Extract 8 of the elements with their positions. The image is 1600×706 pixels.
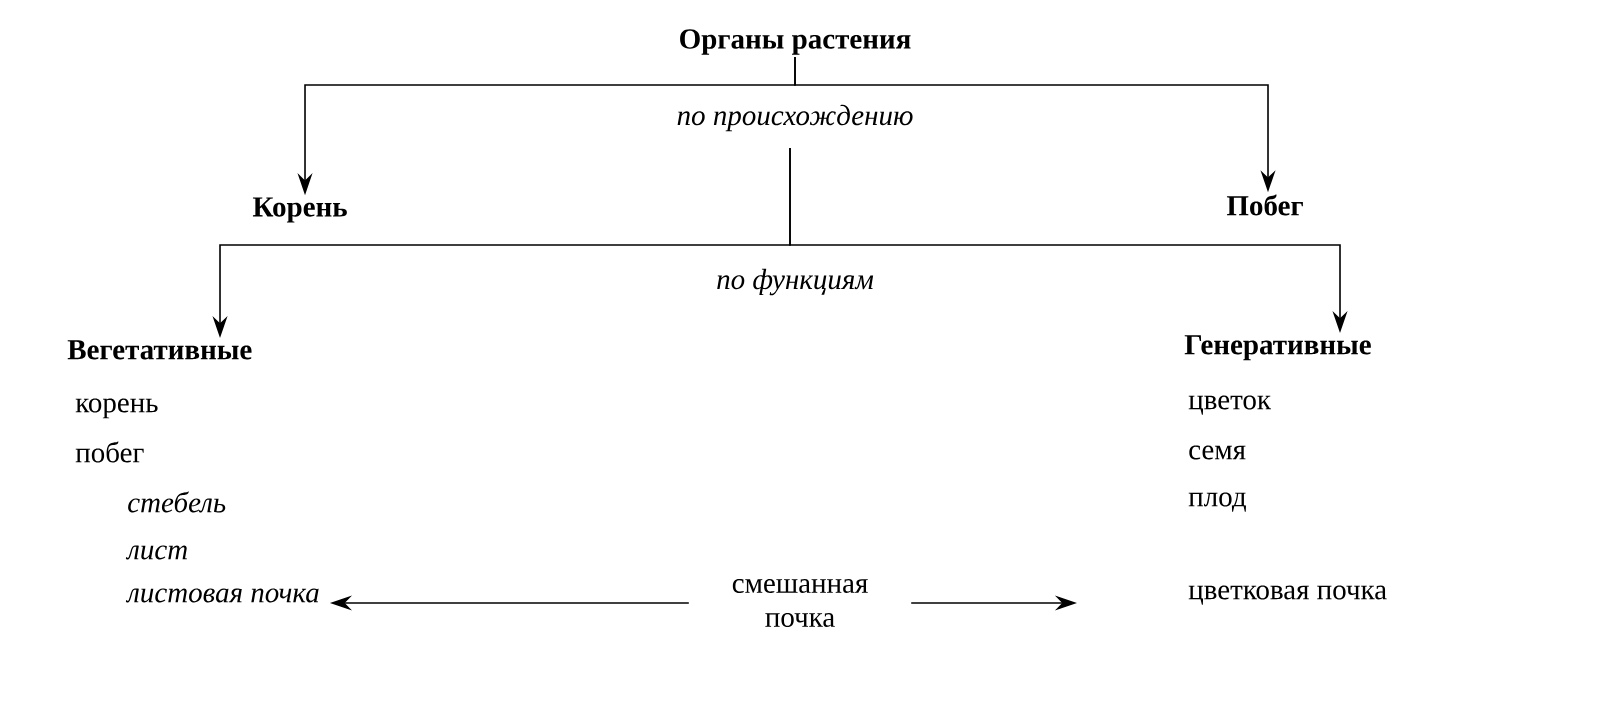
category-heading: Корень (252, 197, 347, 223)
classification-label: по происхождению (674, 102, 916, 134)
classification-label: по функциям (714, 266, 876, 298)
category-list: Генеративные цветок семя плод цветковая почка (1184, 335, 1387, 605)
category-heading: Побег (1226, 194, 1303, 216)
category-heading: Органы растения (680, 29, 911, 55)
mixed-bud-label: смешанная почка (732, 579, 868, 627)
category-list: Вегетативные корень побег стебель лист листовая почка (67, 340, 319, 603)
